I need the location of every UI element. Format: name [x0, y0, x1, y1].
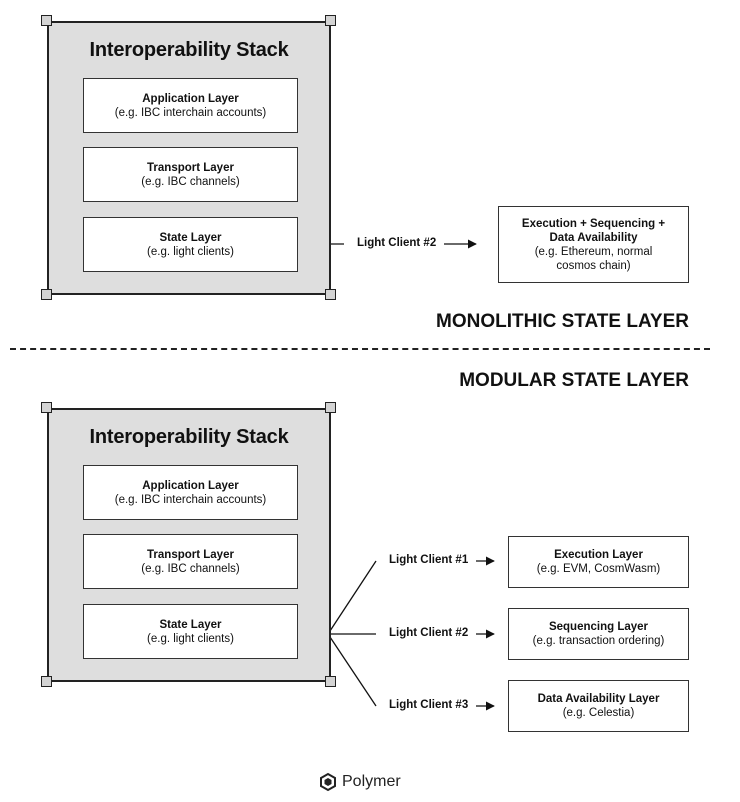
execution-layer-box: Execution Layer (e.g. EVM, CosmWasm) — [508, 536, 689, 588]
corner-handle — [41, 15, 52, 26]
sequencing-layer-box: Sequencing Layer (e.g. transaction order… — [508, 608, 689, 660]
layer-subtitle: (e.g. light clients) — [147, 245, 234, 258]
target-subtitle: (e.g. transaction ordering) — [532, 635, 665, 647]
layer-title: Application Layer — [142, 92, 239, 105]
mono-stack-title: Interoperability Stack — [89, 39, 289, 61]
target-subtitle-line2: cosmos chain) — [556, 259, 631, 272]
layer-subtitle: (e.g. light clients) — [147, 632, 234, 645]
data-availability-layer-box: Data Availability Layer (e.g. Celestia) — [508, 680, 689, 732]
layer-subtitle: (e.g. IBC interchain accounts) — [114, 493, 267, 506]
layer-title: Transport Layer — [147, 548, 234, 561]
brand: Polymer — [318, 772, 401, 792]
fan-line-3 — [327, 633, 377, 707]
layer-subtitle: (e.g. IBC channels) — [141, 175, 240, 188]
mono-target-box: Execution + Sequencing + Data Availabili… — [498, 206, 689, 283]
mod-stack: Interoperability Stack Application Layer… — [47, 408, 331, 682]
light-client-3-label: Light Client #3 — [389, 699, 469, 711]
mod-transport-layer: Transport Layer (e.g. IBC channels) — [83, 534, 298, 589]
layer-subtitle: (e.g. IBC channels) — [141, 562, 240, 575]
layer-title: State Layer — [159, 231, 222, 244]
light-client-2-label: Light Client #2 — [389, 627, 469, 639]
layer-title: Transport Layer — [147, 161, 234, 174]
mono-transport-layer: Transport Layer (e.g. IBC channels) — [83, 147, 298, 202]
corner-handle — [41, 402, 52, 413]
layer-title: State Layer — [159, 618, 222, 631]
mod-section-title: MODULAR STATE LAYER — [459, 370, 689, 391]
mono-state-layer: State Layer (e.g. light clients) — [83, 217, 298, 272]
layer-subtitle: (e.g. IBC interchain accounts) — [114, 106, 267, 119]
mod-stack-title: Interoperability Stack — [89, 426, 289, 448]
target-subtitle-line1: (e.g. Ethereum, normal — [534, 245, 653, 258]
target-title: Data Availability Layer — [537, 693, 660, 705]
corner-handle — [325, 289, 336, 300]
target-title-line2: Data Availability — [549, 231, 638, 244]
corner-handle — [41, 289, 52, 300]
layer-title: Application Layer — [142, 479, 239, 492]
brand-name: Polymer — [342, 773, 401, 790]
mod-state-layer: State Layer (e.g. light clients) — [83, 604, 298, 659]
mono-section-title: MONOLITHIC STATE LAYER — [436, 311, 689, 332]
mono-stack: Interoperability Stack Application Layer… — [47, 21, 331, 295]
corner-handle — [41, 676, 52, 687]
corner-handle — [325, 402, 336, 413]
mono-application-layer: Application Layer (e.g. IBC interchain a… — [83, 78, 298, 133]
corner-handle — [325, 676, 336, 687]
target-title: Execution Layer — [554, 549, 643, 561]
mod-application-layer: Application Layer (e.g. IBC interchain a… — [83, 465, 298, 520]
target-title-line1: Execution + Sequencing + — [521, 217, 666, 230]
section-divider — [10, 348, 710, 350]
light-client-1-label: Light Client #1 — [389, 554, 469, 566]
target-subtitle: (e.g. Celestia) — [562, 707, 635, 719]
target-subtitle: (e.g. EVM, CosmWasm) — [536, 563, 661, 575]
corner-handle — [325, 15, 336, 26]
polymer-logo-icon — [320, 772, 336, 792]
mono-light-client-label: Light Client #2 — [357, 237, 437, 249]
fan-line-1 — [327, 560, 377, 635]
target-title: Sequencing Layer — [548, 621, 649, 633]
